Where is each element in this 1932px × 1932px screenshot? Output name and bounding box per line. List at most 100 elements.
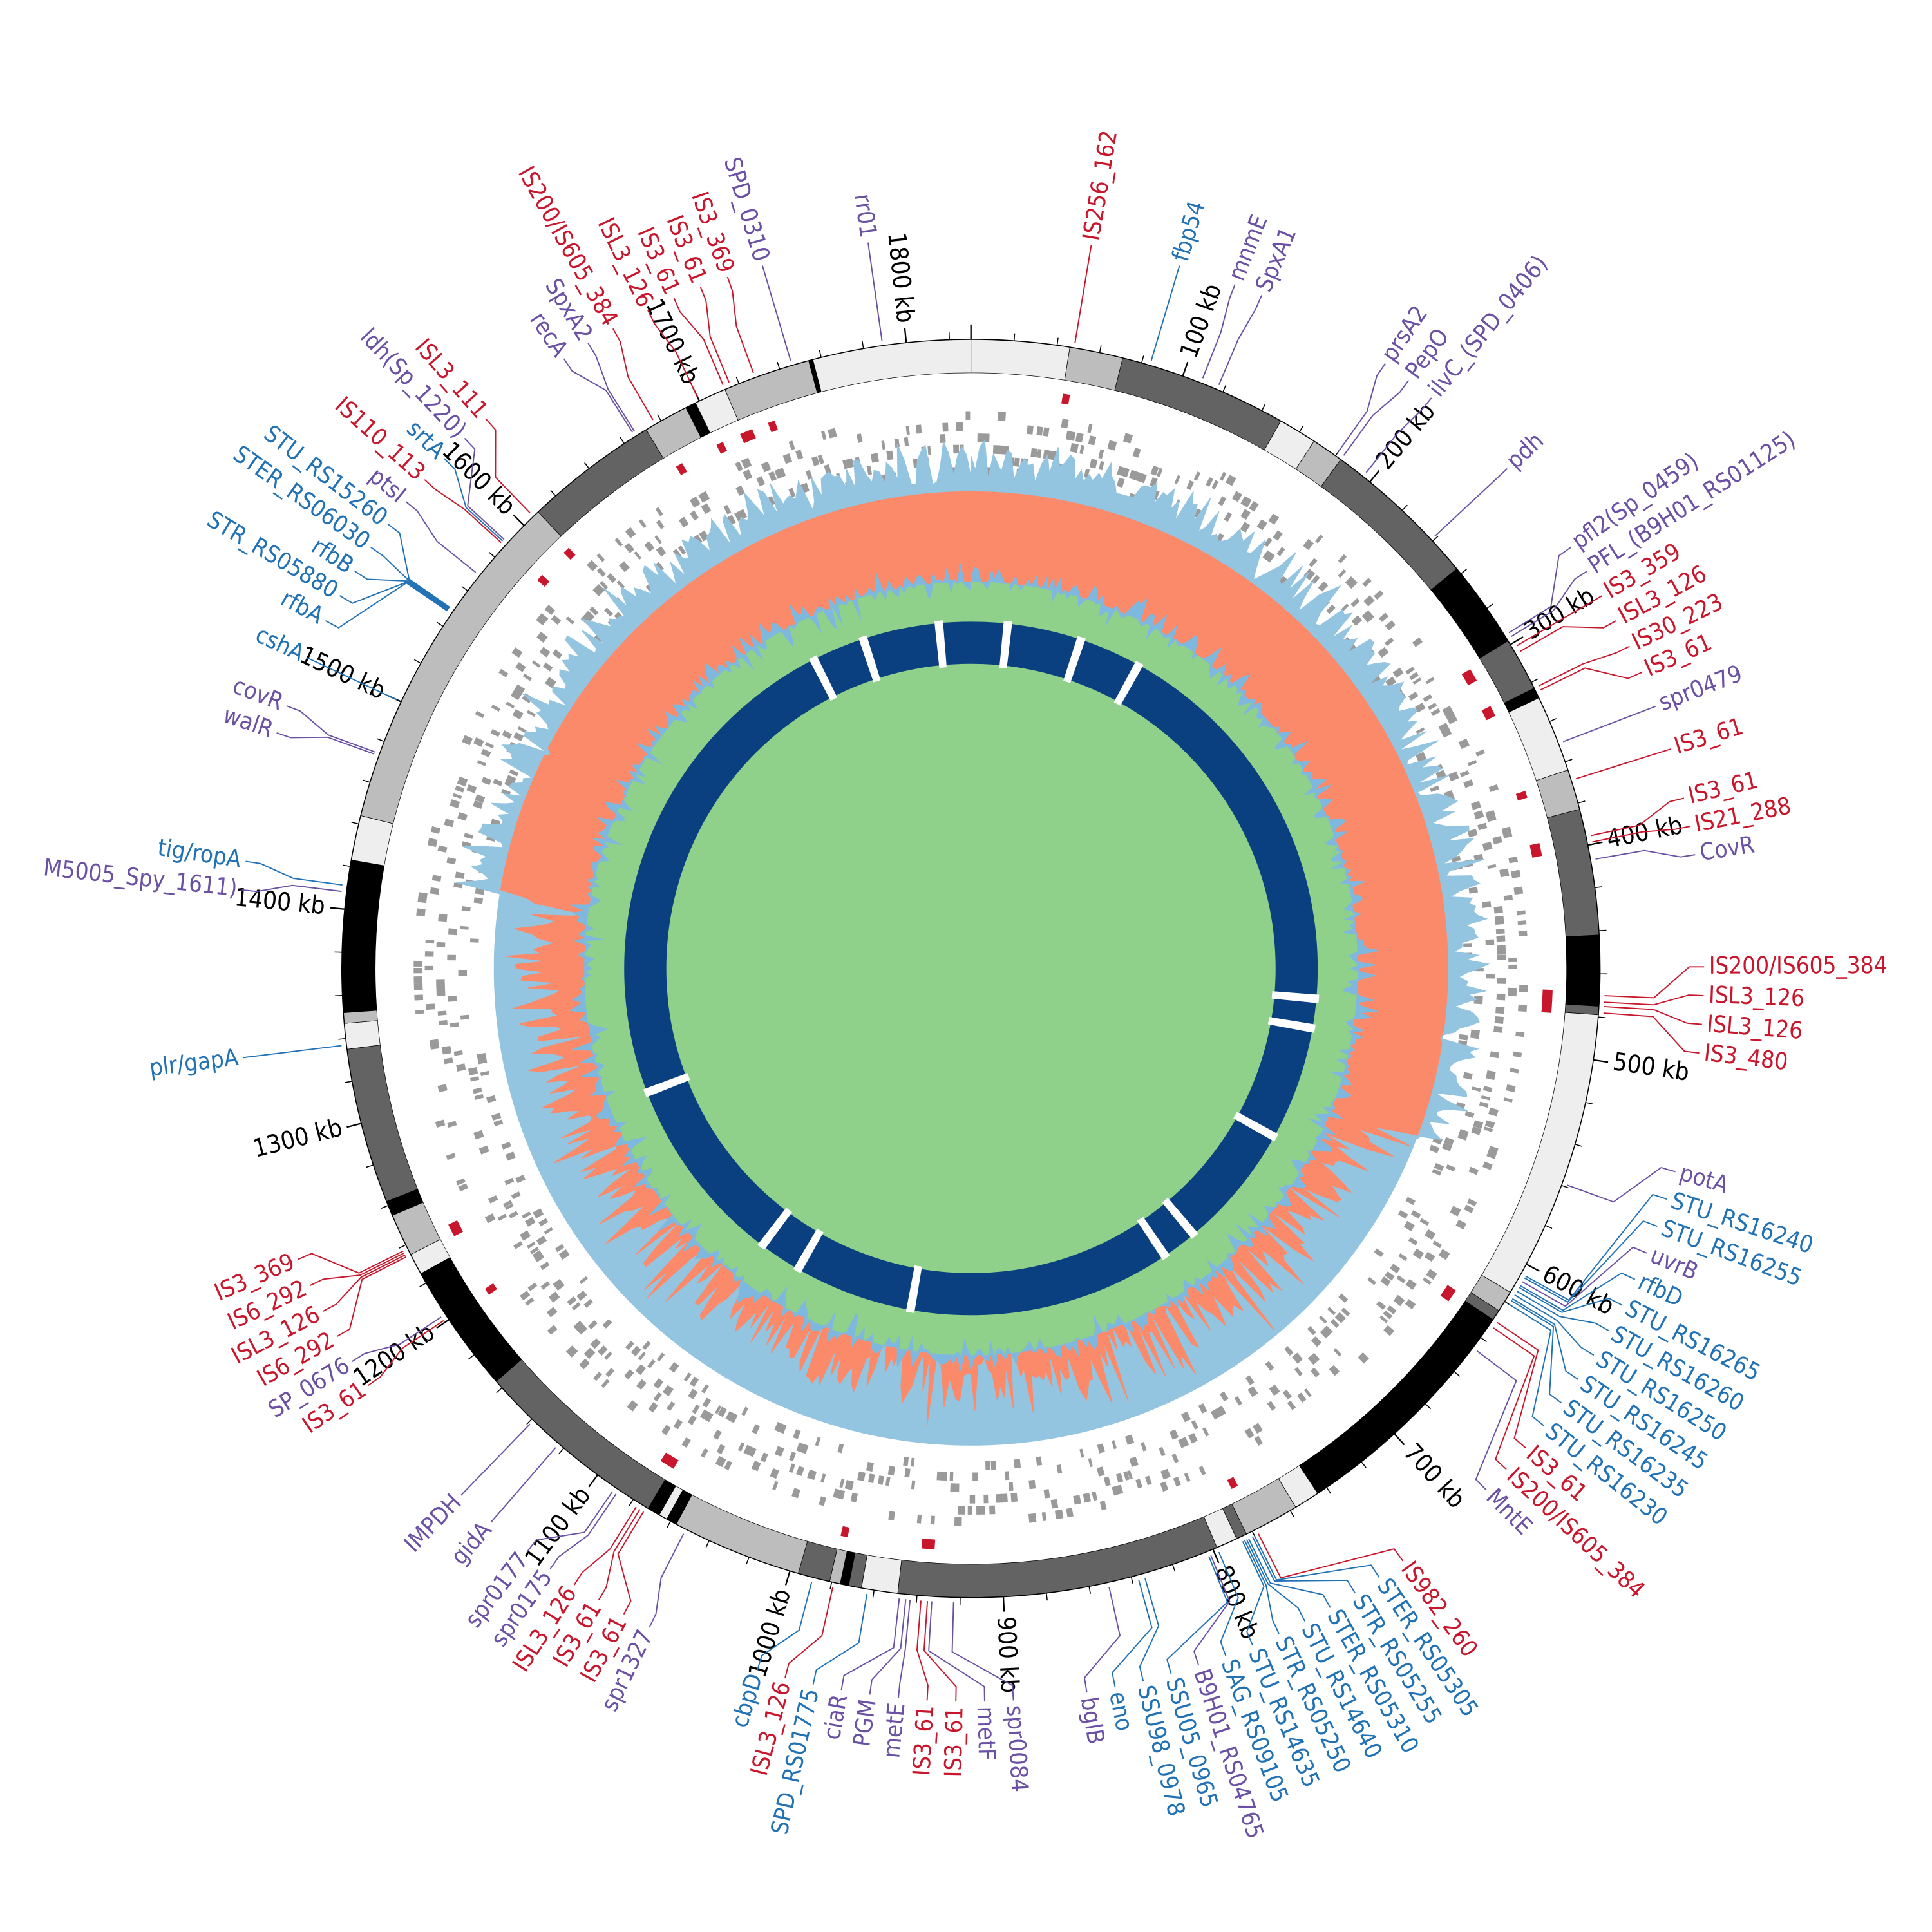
gene-tile: [857, 1471, 866, 1482]
gene-tile: [741, 457, 752, 469]
gene-tile: [701, 491, 710, 502]
label-leader-line: [245, 860, 343, 886]
gene-tile: [1398, 1253, 1408, 1262]
gene-tile: [1499, 868, 1510, 878]
gene-tile: [1517, 920, 1527, 925]
gene-tile: [1482, 901, 1492, 908]
tick-mark: [1171, 1564, 1176, 1572]
gene-tile: [1116, 477, 1125, 488]
gene-tile: [936, 1471, 945, 1481]
gene-tile: [589, 606, 599, 616]
gene-tile: [904, 437, 909, 446]
gene-tile: [441, 1045, 451, 1052]
mobile-element-mark: [927, 1539, 936, 1549]
gene-tile: [1181, 1437, 1189, 1447]
gene-tile: [630, 1402, 638, 1412]
data-tracks: [413, 393, 1553, 1549]
gene-tile: [1408, 1237, 1418, 1245]
gene-tile: [1496, 935, 1506, 942]
gene-tile: [796, 1442, 806, 1453]
mobile-element-label: IS3_480: [1703, 1039, 1790, 1076]
tick-mark: [1578, 800, 1586, 804]
gene-tile: [413, 967, 422, 974]
gene-tile: [1455, 1219, 1467, 1230]
gene-tile: [520, 1291, 531, 1301]
gene-tile: [1329, 1367, 1338, 1376]
gene-tile: [1174, 475, 1181, 484]
label-leader-line: [1083, 1587, 1121, 1693]
label-leader-line: [869, 1599, 907, 1695]
label-leader-line: [951, 1602, 1014, 1701]
label-leader-line: [1150, 265, 1180, 361]
label-leader-line: [1516, 595, 1603, 647]
gene-tile: [690, 510, 699, 521]
gene-tile: [1503, 1097, 1513, 1103]
label-leader-line: [598, 1509, 641, 1601]
ideogram-segment: [861, 1555, 902, 1594]
gene-tile: [1262, 550, 1271, 560]
gene-tile: [1330, 1319, 1340, 1329]
gene-tile: [427, 837, 438, 848]
tick-mark: [496, 1387, 502, 1394]
label-leader-line: [485, 418, 531, 514]
gene-tile: [1374, 590, 1384, 600]
gene-tile: [1079, 1448, 1084, 1458]
gene-tile: [579, 1276, 588, 1284]
gene-tile: [510, 689, 522, 701]
mobile-element-label: IS3_61: [1671, 712, 1746, 760]
gene-tile: [413, 983, 423, 990]
gene-tile: [772, 1481, 779, 1491]
mobile-element-mark: [716, 442, 728, 454]
gene-tile: [1405, 1299, 1416, 1310]
gene-tile: [1169, 1429, 1179, 1440]
gene-tile: [593, 1372, 602, 1381]
gene-tile: [532, 1250, 543, 1260]
inner-ring-gap: [643, 1073, 690, 1097]
gene-tile: [1463, 1072, 1473, 1080]
mobile-element-mark: [768, 420, 778, 433]
tick-mark: [1222, 384, 1227, 392]
gene-tile: [1218, 496, 1227, 506]
mobile-element-mark: [1461, 669, 1474, 681]
gene-tile: [533, 1209, 542, 1216]
gene-tile: [1331, 1365, 1340, 1374]
gene-tile: [1426, 1269, 1437, 1280]
gene-tile: [1041, 1511, 1047, 1521]
ideogram-segment: [1565, 934, 1600, 1007]
gene-tile: [1068, 431, 1076, 441]
gene-tile: [1234, 1396, 1243, 1406]
gene-tile: [1416, 727, 1425, 734]
gene-tile: [1088, 1458, 1093, 1468]
gene-tile: [506, 775, 516, 785]
gene-tile: [1056, 1464, 1063, 1474]
tick-mark: [343, 864, 350, 867]
ideogram-segment: [537, 429, 664, 537]
gene-label: rr01: [849, 192, 882, 240]
gene-tile: [1506, 1084, 1516, 1092]
gene-tile: [513, 732, 524, 741]
gene-tile: [473, 897, 484, 904]
gene-tile: [488, 1195, 498, 1204]
gene-tile: [1061, 419, 1069, 429]
label-leader-line: [1604, 1006, 1702, 1025]
label-leader-line: [460, 1423, 531, 1496]
gene-tile: [1430, 785, 1440, 793]
label-leader-line: [573, 1506, 637, 1586]
inner-ring-gap: [1113, 660, 1144, 706]
gene-tile: [636, 1379, 647, 1390]
gene-tile: [539, 647, 551, 658]
label-leader-line: [309, 1252, 405, 1287]
label-leader-line: [617, 1511, 645, 1615]
mobile-element-mark: [1483, 709, 1496, 721]
gene-tile: [1490, 1051, 1500, 1059]
label-leader-line: [1525, 1193, 1667, 1301]
gene-tile: [1378, 647, 1387, 656]
gene-tile: [1459, 1034, 1468, 1041]
gene-tile: [469, 1076, 480, 1082]
gene-tile: [1240, 496, 1249, 506]
gene-tile: [527, 1282, 538, 1291]
gene-tile: [493, 779, 503, 786]
gene-tile: [614, 538, 623, 547]
gene-tile: [542, 662, 553, 672]
gene-tile: [735, 485, 745, 496]
